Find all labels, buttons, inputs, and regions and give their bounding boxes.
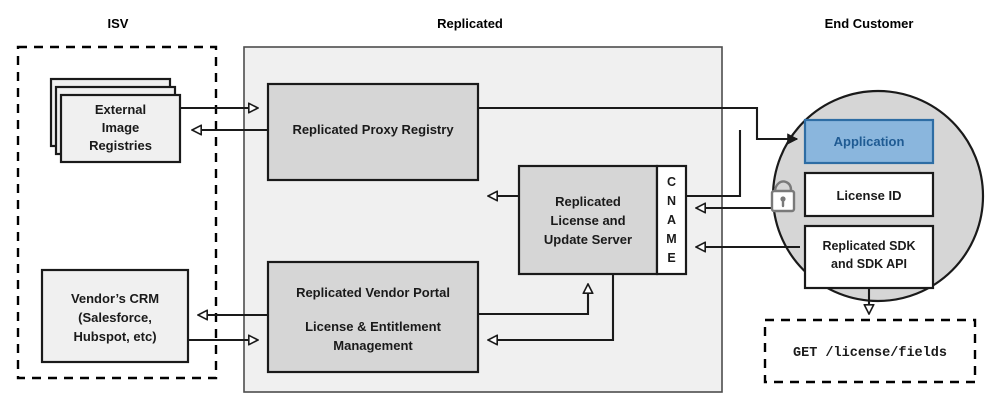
vendor-portal-line3: Management <box>333 338 413 353</box>
vendor-portal-box <box>266 260 480 374</box>
cname-char-2: A <box>667 213 676 227</box>
license-server-line3: Update Server <box>544 232 632 247</box>
replicated-license-update-server-node[interactable]: Replicated License and Update Server <box>517 164 659 276</box>
cname-node[interactable]: C N A M E <box>655 164 688 276</box>
sdk-line1: Replicated SDK <box>822 239 915 253</box>
license-id-box <box>803 171 935 218</box>
replicated-proxy-registry-node[interactable]: Replicated Proxy Registry <box>266 82 480 182</box>
license-server-line1: Replicated <box>555 194 621 209</box>
cname-char-1: N <box>667 194 676 208</box>
vendor-portal-line2: License & Entitlement <box>305 319 441 334</box>
vendor-crm-line2: (Salesforce, <box>78 310 152 325</box>
api-call-label: GET /license/fields <box>793 346 947 361</box>
isv-zone-boundary <box>16 45 218 380</box>
cname-char-4: E <box>667 251 675 265</box>
edge-license-server-to-portal <box>488 274 615 340</box>
external-registries-line1: External <box>95 102 146 117</box>
application-box <box>803 118 935 165</box>
application-label: Application <box>834 134 905 149</box>
edge-portal-to-license-server <box>478 284 588 316</box>
cname-char-3: M <box>666 232 676 246</box>
zone-title-replicated: Replicated <box>437 16 503 31</box>
external-registries-line2: Image <box>102 120 140 135</box>
vendor-crm-box <box>40 268 190 364</box>
external-image-registries-node[interactable]: External Image Registries <box>49 77 182 164</box>
cname-char-0: C <box>667 175 676 189</box>
zone-title-isv: ISV <box>108 16 129 31</box>
license-server-box <box>517 164 659 276</box>
replicated-sdk-node[interactable]: Replicated SDK and SDK API <box>803 224 935 290</box>
api-call-node[interactable]: GET /license/fields <box>763 318 977 384</box>
cname-box <box>655 164 688 276</box>
api-call-boundary <box>763 318 977 384</box>
sdk-line2: and SDK API <box>831 257 907 271</box>
sdk-box <box>803 224 935 290</box>
unlocked-padlock-icon <box>770 180 796 213</box>
vendor-crm-node[interactable]: Vendor’s CRM (Salesforce, Hubspot, etc) <box>40 268 190 364</box>
license-id-node[interactable]: License ID <box>803 171 935 218</box>
edge-proxy-to-application <box>478 106 797 139</box>
license-server-line2: License and <box>550 213 625 228</box>
zone-title-end-customer: End Customer <box>825 16 914 31</box>
proxy-registry-box <box>266 82 480 182</box>
replicated-vendor-portal-node[interactable]: Replicated Vendor Portal License & Entit… <box>266 260 480 374</box>
registry-stack-front <box>59 93 182 164</box>
license-id-label: License ID <box>836 188 901 203</box>
application-node[interactable]: Application <box>803 118 935 165</box>
external-registries-line3: Registries <box>89 138 152 153</box>
vendor-portal-line1: Replicated Vendor Portal <box>296 285 450 300</box>
proxy-registry-label: Replicated Proxy Registry <box>292 122 454 137</box>
vendor-crm-line1: Vendor’s CRM <box>71 291 159 306</box>
vendor-crm-line3: Hubspot, etc) <box>73 329 156 344</box>
